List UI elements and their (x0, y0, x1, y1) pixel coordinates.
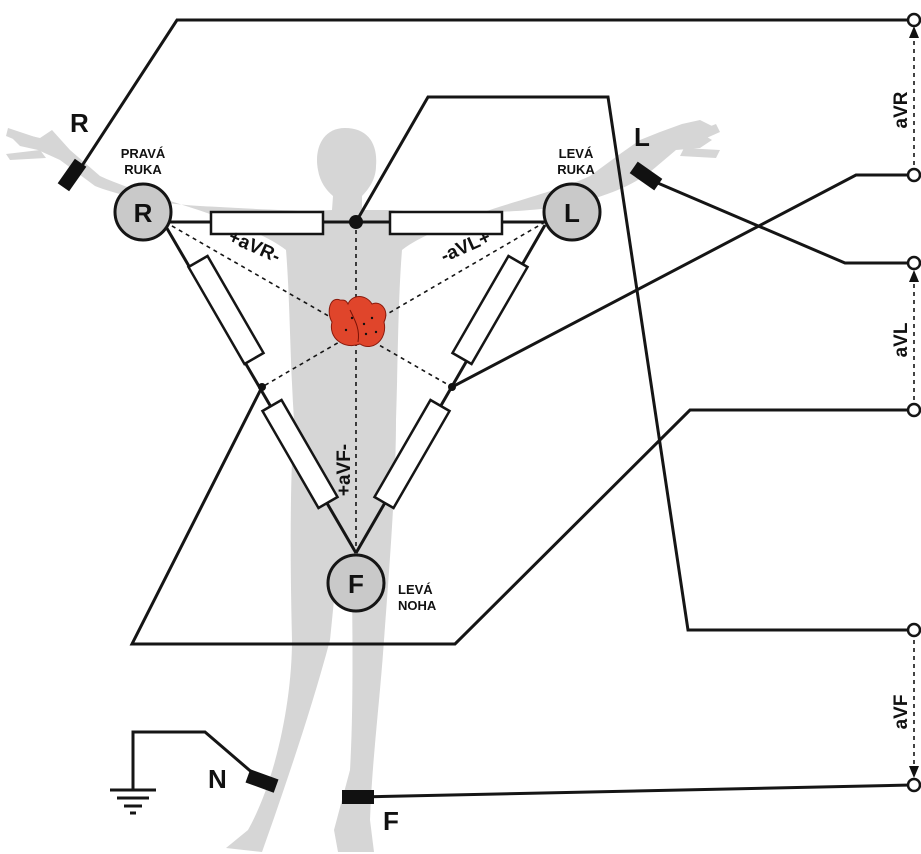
resistor-left-lower (260, 398, 340, 510)
resistors (186, 210, 530, 510)
junction-left (258, 383, 266, 391)
axis-label-avf: +aVF- (334, 444, 355, 496)
ground-icon (110, 788, 156, 815)
limb-label-right-arm-2: RUKA (124, 162, 162, 177)
electrode-left-leg (342, 790, 374, 804)
limb-label-left-arm-1: LEVÁ (559, 146, 594, 161)
body-silhouette (6, 120, 720, 852)
resistor-top-left (209, 210, 325, 236)
output-label-avr: aVR (891, 91, 912, 128)
junctions (258, 215, 456, 391)
junction-right (448, 383, 456, 391)
node-r-label: R (134, 198, 153, 228)
terminal-avl-top (906, 167, 921, 183)
electrode-label-n: N (208, 764, 227, 794)
electrode-right-arm (57, 158, 87, 192)
output-label-avf: aVF (891, 695, 912, 730)
terminal-avr-top (906, 12, 921, 28)
resistor-right-lower (372, 398, 452, 510)
junction-center (349, 215, 363, 229)
resistor-left-upper (186, 254, 266, 366)
resistor-top-right (388, 210, 504, 236)
terminal-avf-top (906, 622, 921, 638)
limb-label-right-arm-1: PRAVÁ (121, 146, 166, 161)
node-l: L (542, 182, 602, 242)
terminal-avf-bottom (906, 777, 921, 793)
lead-axes (164, 221, 546, 553)
avl-axis-line (261, 221, 546, 388)
limb-label-left-leg-2: NOHA (398, 598, 437, 613)
electrode-label-f: F (383, 806, 399, 836)
limb-label-left-arm-2: RUKA (557, 162, 595, 177)
wiring (74, 18, 912, 799)
avr-axis-line (164, 221, 453, 388)
output-label-avl: aVL (891, 322, 912, 357)
electrodes (57, 158, 663, 804)
node-f: F (326, 553, 386, 613)
node-f-label: F (348, 569, 364, 599)
terminal-avl-ref (906, 402, 921, 418)
heart-icon (328, 296, 387, 347)
electrode-neutral (245, 769, 279, 793)
terminal-avl-bottom (906, 255, 921, 271)
electrode-left-arm (629, 161, 663, 191)
electrode-label-r: R (70, 108, 89, 138)
node-r: R (113, 182, 173, 242)
limb-label-left-leg-1: LEVÁ (398, 582, 433, 597)
output-arrows (909, 26, 919, 778)
resistor-right-upper (450, 254, 530, 366)
electrode-label-l: L (634, 122, 650, 152)
node-l-label: L (564, 198, 580, 228)
